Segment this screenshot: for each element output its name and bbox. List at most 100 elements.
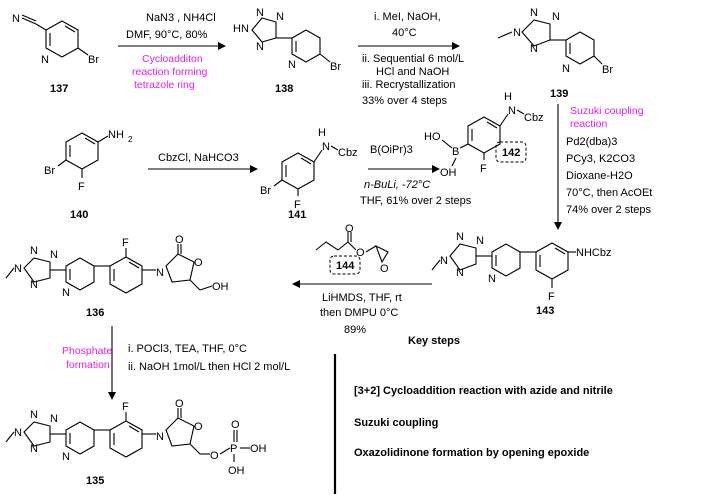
atom-OH: OH xyxy=(250,443,267,455)
compound-143: N N N N N NHCbz F 143 xyxy=(431,231,611,317)
atom-F: F xyxy=(480,163,487,175)
atom-N: N xyxy=(322,141,330,153)
key-steps-title: Key steps xyxy=(408,335,460,347)
atom-Br: Br xyxy=(44,165,55,177)
reagent-text: 40°C xyxy=(392,27,417,39)
compound-137: N N Br 137 xyxy=(12,13,99,95)
atom-N: N xyxy=(488,273,496,285)
atom-H: H xyxy=(318,127,326,139)
compound-140: NH 2 Br F 140 xyxy=(44,129,133,221)
atom-N: N xyxy=(456,231,464,243)
atom-O: O xyxy=(194,421,203,433)
atom-Cbz: Cbz xyxy=(524,112,544,124)
atom-HN: HN xyxy=(233,23,249,35)
annotation-text: formation xyxy=(66,359,110,371)
atom-NHCbz: NHCbz xyxy=(576,247,611,259)
compound-label: 141 xyxy=(288,209,306,221)
atom-Br: Br xyxy=(602,64,613,76)
atom-HO: HO xyxy=(424,131,441,143)
atom-N: N xyxy=(156,267,164,279)
reagent-text: DMF, 90°C, 80% xyxy=(126,29,208,41)
atom-F: F xyxy=(548,291,555,303)
reagent-text: ii. NaOH 1mol/L then HCl 2 mol/L xyxy=(128,361,290,373)
reagent-text: iii. Recrystallization xyxy=(362,79,456,91)
atom-H: H xyxy=(504,91,512,103)
atom-NH2: NH xyxy=(108,129,124,141)
atom-O: O xyxy=(231,419,240,431)
key-step-item: Oxazolidinone formation by opening epoxi… xyxy=(354,447,589,459)
atom-N: N xyxy=(30,279,38,291)
reagent-text: i. POCl3, TEA, THF, 0°C xyxy=(128,343,247,355)
atom-F: F xyxy=(122,401,129,413)
atom-N: N xyxy=(276,11,284,23)
atom-N: N xyxy=(14,263,22,275)
atom-N: N xyxy=(41,54,49,66)
reagent-text: 74% over 2 steps xyxy=(566,204,651,216)
atom-N: N xyxy=(530,7,538,19)
key-step-item: [3+2] Cycloaddition reaction with azide … xyxy=(354,385,613,397)
reagent-text: 33% over 4 steps xyxy=(362,95,447,107)
annotation-text: Cycloadditon xyxy=(142,53,203,65)
compound-label: 144 xyxy=(336,260,355,272)
compound-142-box xyxy=(495,141,527,163)
arrowhead xyxy=(292,280,300,288)
arrowhead xyxy=(108,392,116,400)
atom-P: P xyxy=(230,443,237,455)
key-step-item: Suzuki coupling xyxy=(354,417,438,429)
atom-N: N xyxy=(14,427,22,439)
atom-N: N xyxy=(50,249,58,261)
compound-135: N N N N N F N O O O P O OH OH 135 xyxy=(5,398,267,487)
atom-F: F xyxy=(294,199,301,211)
atom-N: N xyxy=(530,43,538,55)
atom-F: F xyxy=(122,237,129,249)
reagent-text: n-BuLi, -72°C xyxy=(364,179,430,191)
atom-Cbz: Cbz xyxy=(338,147,358,159)
atom-N: N xyxy=(508,105,516,117)
annotation-text: reaction xyxy=(570,118,608,130)
atom-N: N xyxy=(30,409,38,421)
compound-139: N N N N N Br 139 xyxy=(497,7,613,100)
atom-O: O xyxy=(194,257,203,269)
reagent-text: then DMPU 0°C xyxy=(320,307,398,319)
atom-O: O xyxy=(175,398,184,410)
reagent-text: NaN3 , NH4Cl xyxy=(146,12,216,24)
atom-N: N xyxy=(50,413,58,425)
atom-N: N xyxy=(30,245,38,257)
reagent-text: B(OiPr)3 xyxy=(370,144,413,156)
atom-Br: Br xyxy=(260,185,271,197)
atom-N: N xyxy=(476,235,484,247)
atom-N: N xyxy=(552,11,560,23)
annotation-text: tetrazole ring xyxy=(134,79,195,91)
reagent-text: 89% xyxy=(344,324,366,336)
reagent-text: PCy3, K2CO3 xyxy=(566,153,635,165)
reagent-text: Dioxane-H2O xyxy=(566,170,633,182)
atom-N: N xyxy=(288,59,296,71)
compound-label: 140 xyxy=(70,209,88,221)
arrowhead xyxy=(218,42,226,50)
atom-O: O xyxy=(210,450,219,462)
reagent-text: HCl and NaOH xyxy=(376,66,449,78)
reagent-text: i. MeI, NaOH, xyxy=(374,11,441,23)
compound-label: 137 xyxy=(50,83,68,95)
reagent-text: Pd2(dba)3 xyxy=(566,136,617,148)
compound-144: O O O 144 xyxy=(315,223,389,275)
atom-OH: OH xyxy=(228,465,245,477)
atom-N: N xyxy=(562,63,570,75)
atom-OH: OH xyxy=(212,281,229,293)
atom-N: N xyxy=(513,27,521,39)
reagent-text: 70°C, then AcOEt xyxy=(566,187,652,199)
atom-OH: OH xyxy=(440,167,457,179)
atom-subscript: 2 xyxy=(128,135,133,144)
atom-N: N xyxy=(440,255,448,267)
atom-N: N xyxy=(256,7,264,19)
compound-136: N N N N N F N O O OH 136 xyxy=(5,234,229,319)
reagent-text: LiHMDS, THF, rt xyxy=(322,292,402,304)
annotation-text: reaction forming xyxy=(132,66,207,78)
compound-label: 143 xyxy=(536,305,554,317)
arrowhead xyxy=(432,165,440,173)
atom-N: N xyxy=(12,13,20,25)
compound-label: 142 xyxy=(502,147,520,159)
atom-O: O xyxy=(345,223,354,235)
atom-O: O xyxy=(356,247,365,259)
